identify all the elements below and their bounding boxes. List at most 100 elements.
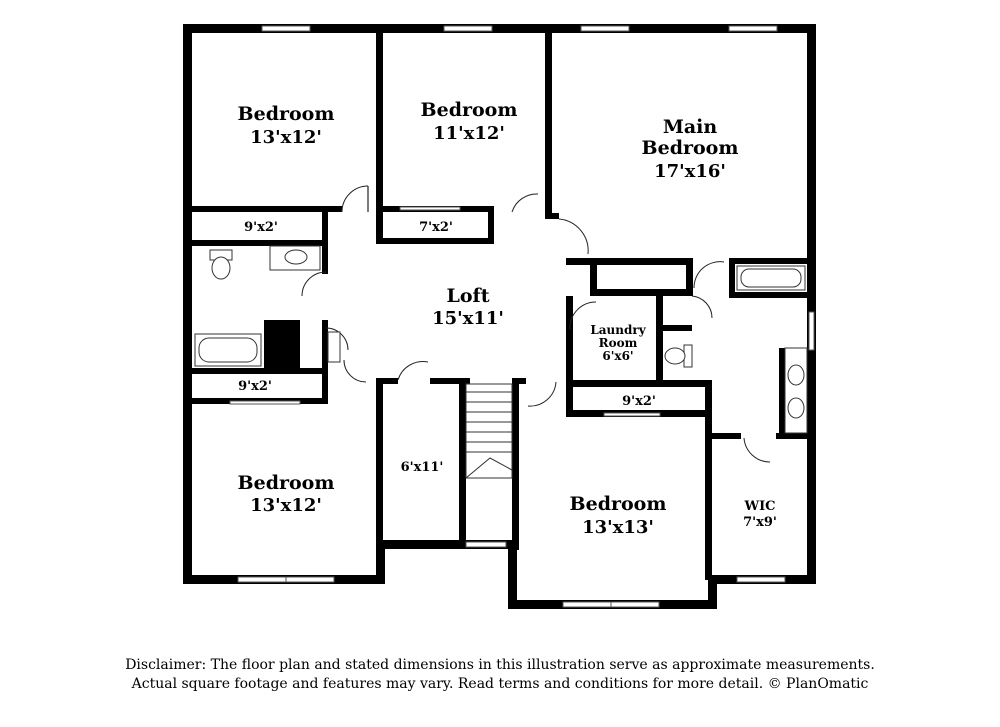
wall-laundry-south (566, 380, 712, 387)
room-laundry-dim: 6'x6' (602, 349, 633, 363)
wall-closet-e-west (566, 380, 573, 417)
wall-closet-n-south (376, 238, 494, 244)
wall-vanity (779, 348, 785, 438)
double-vanity (784, 347, 808, 434)
wall-storage-east (459, 378, 466, 544)
door-swing (693, 261, 725, 289)
fixtures (194, 245, 808, 434)
door-swing (691, 295, 713, 319)
sink-icon (787, 397, 805, 419)
window (728, 25, 778, 32)
room-bedroom-s-name: Bedroom (570, 493, 667, 515)
room-bedroom-sw-dim: 13'x12' (250, 495, 322, 516)
staircase (465, 383, 513, 479)
wall-south-step-vertical (376, 540, 385, 584)
room-closet-e-dim: 9'x2' (622, 394, 656, 409)
wall-stair-stub (512, 378, 526, 384)
wall-west (183, 24, 192, 584)
wall-north (183, 24, 816, 33)
room-closet-nw-dim: 9'x2' (244, 220, 278, 235)
door-swing (743, 437, 771, 463)
toilet-bowl (664, 347, 686, 365)
window (443, 25, 493, 32)
window (237, 576, 287, 583)
door-swing (569, 301, 597, 331)
bathtub-basin (740, 268, 802, 288)
door-swing (341, 185, 369, 213)
wall-bed-nw-south (192, 206, 342, 212)
room-bedroom-n-name: Bedroom (421, 99, 518, 121)
door-swing (325, 327, 349, 351)
sliding-door (399, 206, 461, 211)
wall-wic-west (705, 380, 712, 580)
wall-bath-w-east-upper (322, 206, 328, 274)
sink-icon (284, 249, 308, 265)
disclaimer-line-1: Disclaimer: The floor plan and stated di… (125, 657, 875, 673)
bathtub-basin (198, 337, 258, 363)
room-bedroom-sw-name: Bedroom (238, 472, 335, 494)
door-swing (397, 361, 429, 381)
wall-laundry-notch (656, 325, 692, 331)
wall-bath-w-east-lower (322, 320, 328, 374)
room-storage-dim: 6'x11' (401, 460, 444, 475)
wall-closet-n-east (488, 206, 494, 244)
window (285, 576, 335, 583)
room-main-bedroom-dim: 17'x16' (654, 161, 726, 182)
window (808, 311, 815, 351)
door-swing (343, 359, 367, 383)
windows (229, 25, 815, 608)
wall-storage-north-a (376, 378, 398, 384)
vanity (327, 331, 341, 363)
window (465, 541, 507, 548)
room-main-bedroom-name-1: Main (663, 116, 718, 138)
door-swing (511, 193, 539, 213)
wall-storage-north-b (430, 378, 470, 384)
sink-icon (787, 364, 805, 386)
wall-closet-w-north (192, 368, 328, 374)
room-bedroom-n-dim: 11'x12' (433, 123, 505, 144)
wall-south-step (376, 540, 517, 549)
room-main-bedroom-name-2: Bedroom (642, 137, 739, 159)
door-swing (301, 271, 327, 297)
room-wic-dim: 7'x9' (743, 515, 777, 530)
toilet-bowl (211, 256, 231, 280)
wall-laundry-top-east (686, 258, 693, 296)
window (261, 25, 311, 32)
wall-laundry-west (566, 296, 573, 380)
room-laundry-name-2: Room (599, 336, 638, 350)
disclaimer: Disclaimer: The floor plan and stated di… (0, 656, 1000, 694)
wall-laundry-inner (590, 289, 693, 296)
room-wic-name: WIC (743, 499, 775, 514)
wall-storage-west (376, 378, 383, 544)
door-swing (527, 381, 557, 407)
stair-break (465, 457, 513, 479)
room-bedroom-s-dim: 13'x13' (582, 517, 654, 538)
wall-laundry-east (656, 296, 663, 384)
wall-tub-west (729, 258, 735, 298)
wall-east (807, 24, 816, 584)
wall-closet-w-east (322, 368, 328, 404)
doors (301, 185, 771, 463)
window (562, 601, 612, 608)
wall-wic-north-b (776, 433, 809, 439)
window (580, 25, 630, 32)
room-loft-name: Loft (447, 285, 490, 307)
room-bedroom-nw-name: Bedroom (238, 103, 335, 125)
wall-laundry-top (566, 258, 693, 265)
window (610, 601, 660, 608)
wall-chase (264, 320, 300, 368)
wall-bed-nw-east (376, 24, 383, 244)
wall-stair-east (512, 378, 519, 550)
wall-laundry-corner (590, 258, 597, 296)
door-swing (558, 218, 589, 255)
wall-bed-n-east (545, 24, 552, 219)
window (736, 576, 786, 583)
room-laundry-name-1: Laundry (590, 323, 646, 337)
stair-outline (465, 383, 513, 479)
disclaimer-line-2: Actual square footage and features may v… (131, 676, 869, 692)
room-bedroom-nw-dim: 13'x12' (250, 127, 322, 148)
room-labels: Bedroom 13'x12' Bedroom 11'x12' Main Bed… (238, 99, 777, 538)
wall-main-door-stub (545, 213, 559, 219)
wall-south-jog-left (508, 545, 517, 609)
